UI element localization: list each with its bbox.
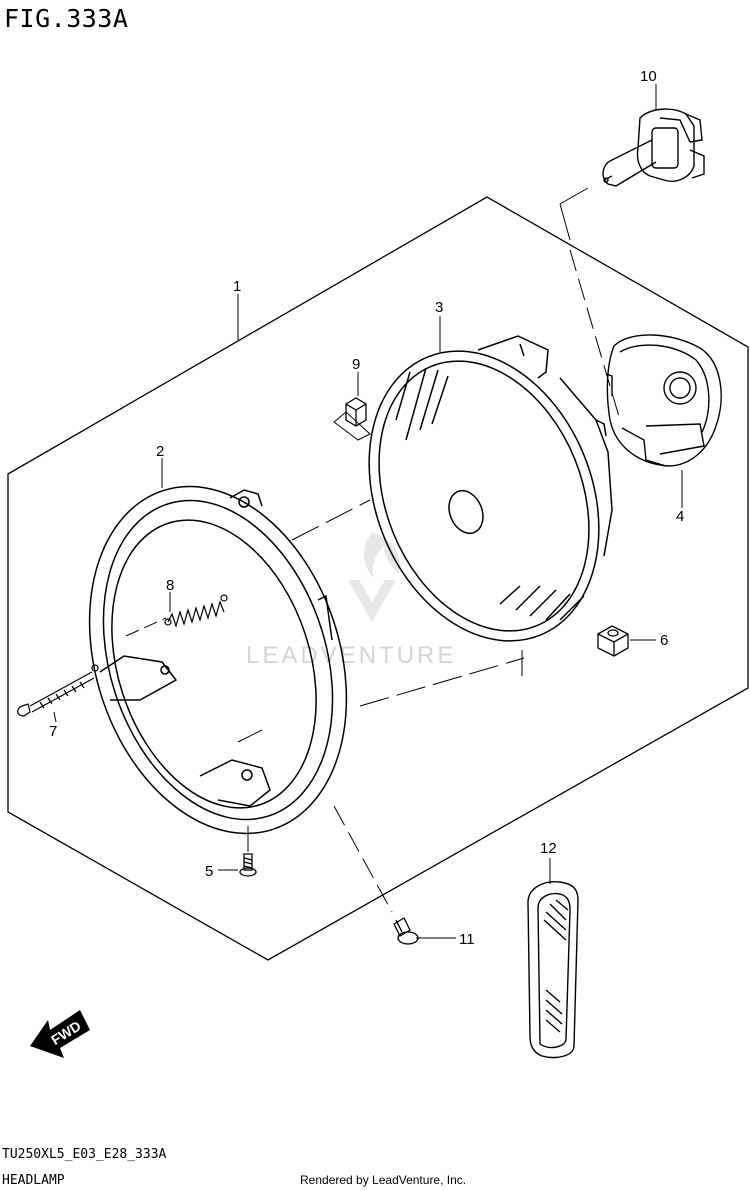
callout-3: 3: [435, 299, 443, 316]
headlamp-rim[interactable]: [47, 453, 389, 867]
assembly-boundary: [7, 196, 749, 961]
callout-5: 5: [205, 863, 213, 880]
figure-title: FIG.333A: [4, 4, 129, 33]
callout-8: 8: [166, 577, 174, 594]
rim-screw[interactable]: [239, 853, 257, 877]
callout-11: 11: [459, 931, 475, 948]
callout-7: 7: [49, 723, 57, 740]
callout-6: 6: [660, 632, 668, 649]
watermark-logo: [348, 532, 400, 622]
model-code: TU250XL5_E03_E28_333A: [2, 1147, 167, 1162]
forward-direction-arrow: FWD: [30, 1010, 90, 1058]
bulb[interactable]: [602, 108, 705, 187]
section-name: HEADLAMP: [2, 1173, 65, 1188]
callout-1: 1: [233, 278, 241, 295]
leader-lines: [53, 187, 683, 939]
square-nut[interactable]: [597, 625, 629, 657]
headlamp-unit[interactable]: [328, 316, 641, 676]
render-credit: Rendered by LeadVenture, Inc.: [300, 1173, 467, 1187]
watermark-text: LEADVENTURE: [246, 642, 456, 669]
spring[interactable]: [164, 594, 228, 629]
callout-10: 10: [640, 68, 657, 85]
callout-2: 2: [156, 443, 164, 460]
socket[interactable]: [605, 334, 722, 467]
adjusting-screw[interactable]: [17, 664, 99, 717]
side-reflector[interactable]: [527, 881, 579, 1059]
callout-12: 12: [540, 840, 557, 857]
callout-9: 9: [352, 356, 360, 373]
rim-nut[interactable]: [345, 397, 367, 427]
mounting-screw[interactable]: [393, 917, 419, 945]
callout-4: 4: [676, 508, 684, 525]
